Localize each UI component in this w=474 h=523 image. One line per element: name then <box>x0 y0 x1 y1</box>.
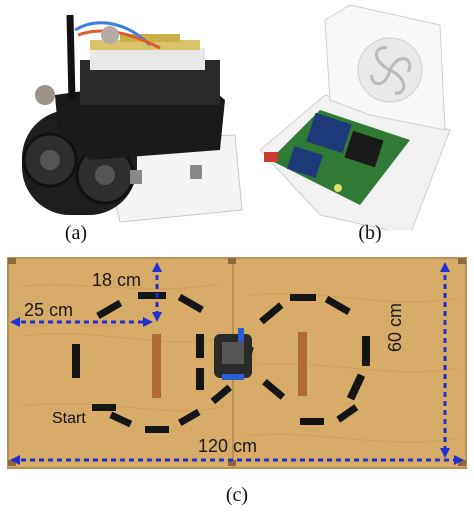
caption-a: (a) <box>64 222 88 244</box>
robot-on-track <box>214 328 252 380</box>
tape-loop-left <box>72 292 232 433</box>
dimension-offset-y-label: 18 cm <box>92 270 142 290</box>
photo-robot <box>10 0 250 230</box>
dimension-width-label: 120 cm <box>198 436 258 456</box>
copper-strip-left <box>152 334 161 398</box>
start-label: Start <box>52 410 86 427</box>
photo-test-track <box>7 257 467 469</box>
caption-b: (b) <box>358 222 382 244</box>
caption-c: (c) <box>225 484 249 506</box>
dimension-height-label: 60 cm <box>385 302 405 352</box>
dimension-offset-x-label: 25 cm <box>24 300 74 320</box>
copper-strip-right <box>298 332 307 396</box>
photo-sensor-module <box>250 0 465 230</box>
